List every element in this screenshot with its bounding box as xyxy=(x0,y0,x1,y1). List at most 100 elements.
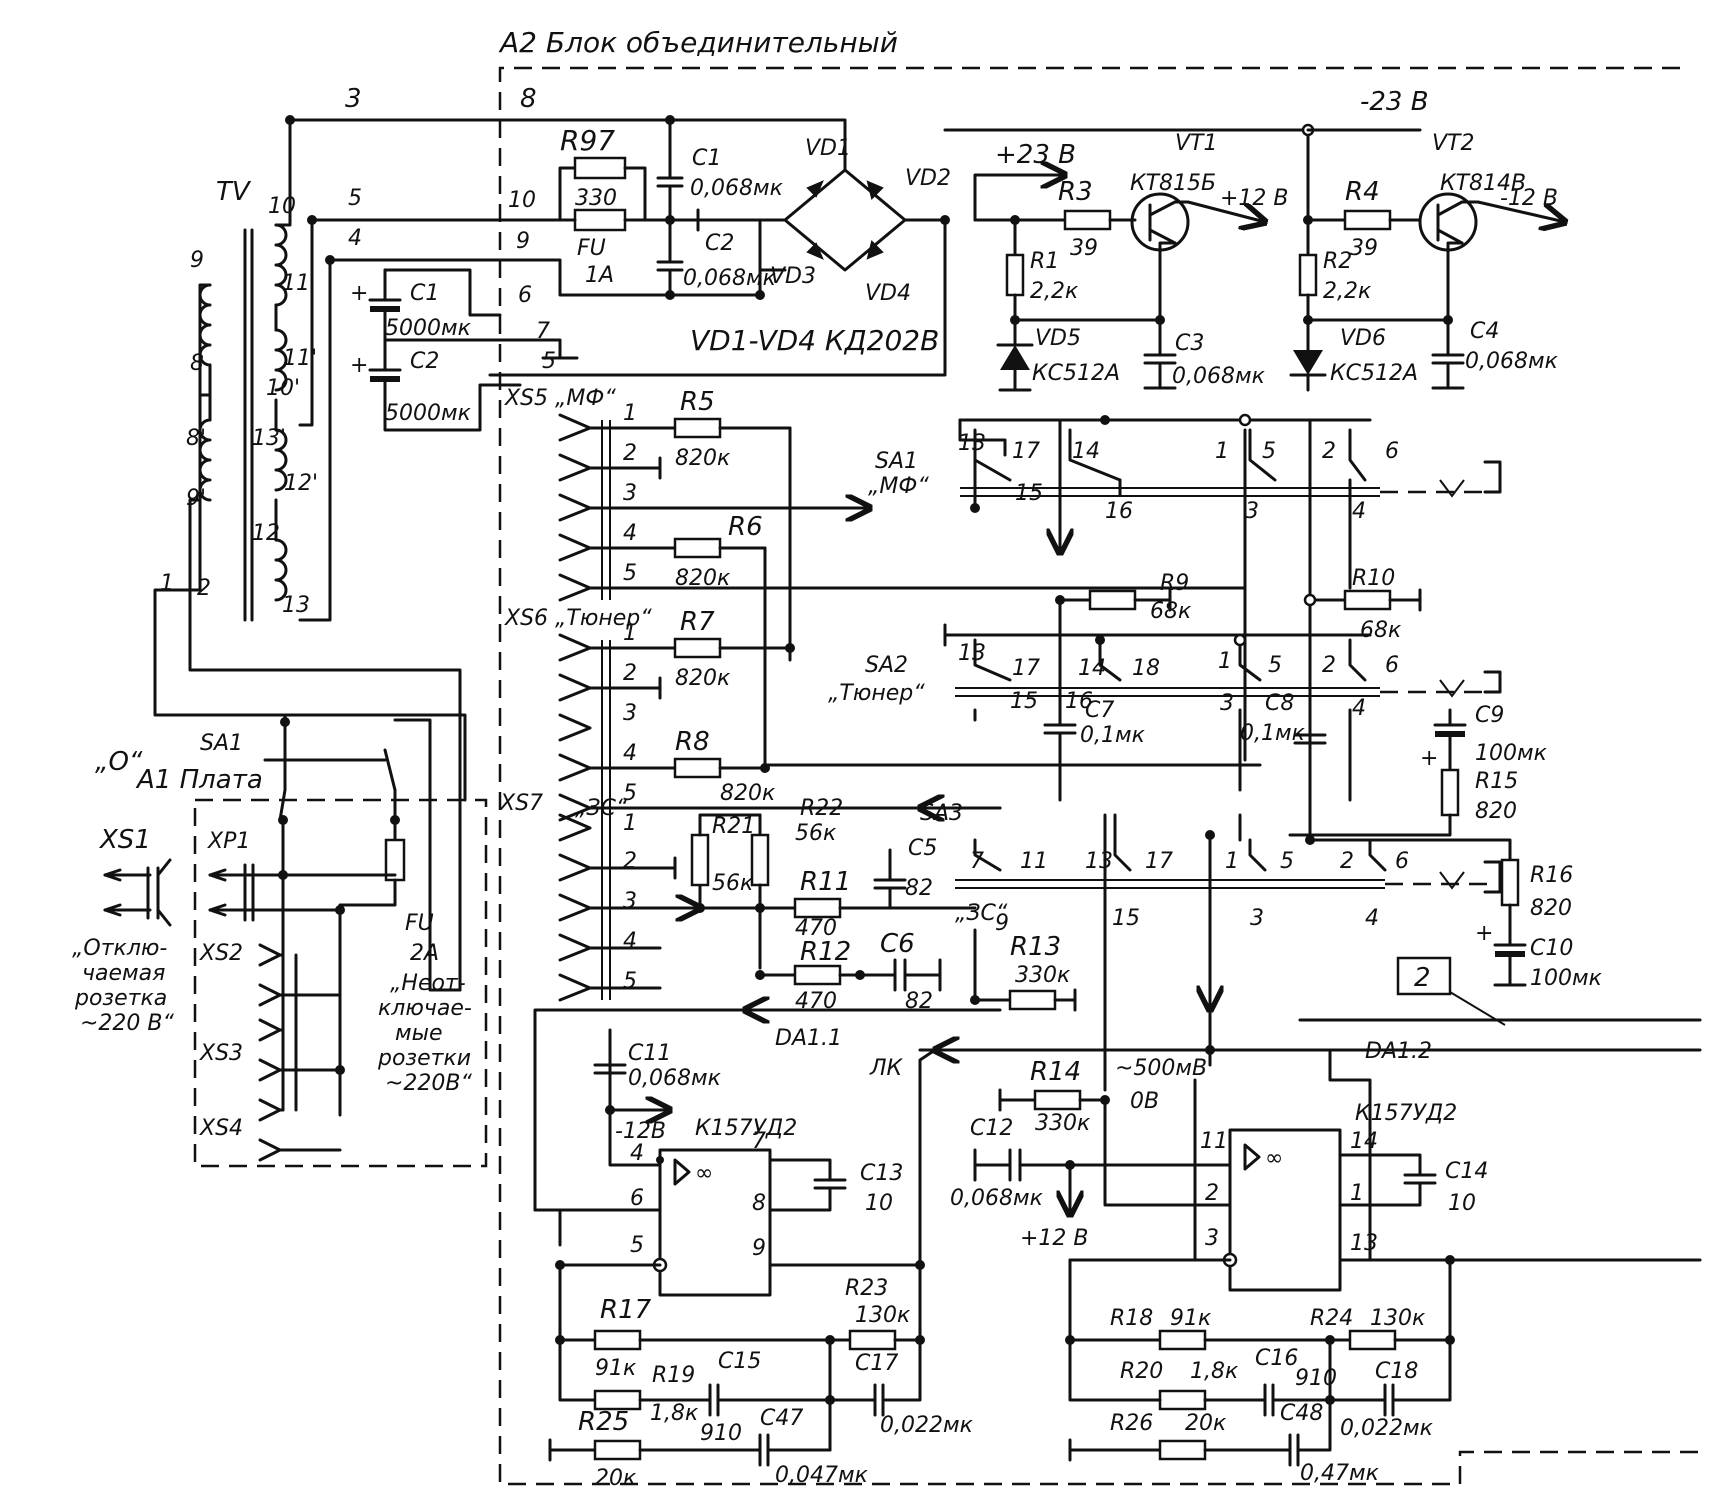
mains-section: „О“ SA1 FU 2А XS1 „Отклю- чаемая розетка xyxy=(72,713,473,1162)
r13-name: R13 xyxy=(1010,932,1061,962)
c2b-name: C2 xyxy=(410,349,439,374)
xs7-sub: „ЗС“ xyxy=(575,796,628,821)
da11-type: К157УД2 xyxy=(695,1116,797,1141)
r15-name: R15 xyxy=(1475,769,1518,794)
r23-value: 130к xyxy=(855,1303,911,1328)
r12-name: R12 xyxy=(800,937,851,967)
mv500-label: ~500мВ xyxy=(1115,1056,1207,1081)
svg-text:1: 1 xyxy=(623,621,637,646)
c2b-value: 5000мк xyxy=(385,401,472,426)
r19-value: 1,8к xyxy=(650,1401,699,1426)
svg-text:2: 2 xyxy=(1205,1181,1219,1206)
svg-text:4: 4 xyxy=(623,741,637,766)
c5-name: C5 xyxy=(908,836,937,861)
c48-value: 0,47мк xyxy=(1300,1461,1380,1486)
vd6-name: VD6 xyxy=(1340,326,1386,351)
svg-text:13: 13 xyxy=(1350,1231,1378,1256)
svg-text:1: 1 xyxy=(1350,1181,1364,1206)
r8-name: R8 xyxy=(675,727,710,757)
r14-value: 330к xyxy=(1035,1111,1091,1136)
svg-text:+: + xyxy=(1475,921,1493,946)
r15-value: 820 xyxy=(1475,799,1517,824)
svg-text:13: 13 xyxy=(958,431,986,456)
r26-value: 20к xyxy=(1185,1411,1227,1436)
ov-label: 0В xyxy=(1130,1089,1159,1114)
vd5-name: VD5 xyxy=(1035,326,1081,351)
sa1-name: „МФ“ xyxy=(868,474,929,499)
block-a2-outline xyxy=(498,66,1700,1486)
r97-name: R97 xyxy=(560,124,615,157)
switch-sa3: SA3 „ЗС“ 7 11 9 13 17 15 1 5 2 6 3 4 xyxy=(920,778,1603,1092)
c10-name: C10 xyxy=(1530,936,1573,961)
svg-text:1: 1 xyxy=(1225,849,1239,874)
tap-9: 9 xyxy=(190,248,204,273)
box-2-tag: 2 xyxy=(1396,956,1506,1026)
tap-10p: 10' xyxy=(266,376,300,401)
sa1-label: SA1 xyxy=(875,449,918,474)
svg-text:4: 4 xyxy=(630,1141,644,1166)
tap-12: 12 xyxy=(252,521,280,546)
svg-text:2: 2 xyxy=(1322,439,1336,464)
svg-text:11: 11 xyxy=(1020,849,1048,874)
xp1-label: XP1 xyxy=(207,829,250,854)
c12-name: C12 xyxy=(970,1116,1013,1141)
xs4-label: XS4 xyxy=(199,1116,243,1141)
block-a1-outline xyxy=(193,798,488,1168)
svg-text:6: 6 xyxy=(630,1186,644,1211)
r11-name: R11 xyxy=(800,867,851,897)
r18-value: 91к xyxy=(1170,1306,1212,1331)
svg-text:17: 17 xyxy=(1012,439,1040,464)
tap-10: 10 xyxy=(268,194,296,219)
connector-xs6: XS6 „Тюнер“ 1 2 3 4 5 R7 820к R8 820к xyxy=(504,606,1002,822)
r2-name: R2 xyxy=(1323,249,1352,274)
unswitched-2: ключае- xyxy=(378,996,472,1021)
svg-text:5: 5 xyxy=(630,1233,644,1258)
svg-text:8: 8 xyxy=(752,1191,766,1216)
svg-text:3: 3 xyxy=(623,701,637,726)
sa2-name: „Тюнер“ xyxy=(828,681,925,706)
r4-value: 39 xyxy=(1350,236,1378,261)
tap-8p: 8' xyxy=(186,426,206,451)
wire-1: 1 xyxy=(160,571,174,596)
r7-name: R7 xyxy=(680,607,715,637)
svg-text:16: 16 xyxy=(1065,689,1093,714)
xs5-label: XS5 „МФ“ xyxy=(504,386,616,411)
da11-name: DA1.1 xyxy=(775,1026,842,1051)
svg-text:4: 4 xyxy=(1352,499,1366,524)
svg-text:7: 7 xyxy=(752,1129,766,1154)
r5-name: R5 xyxy=(680,387,715,417)
svg-text:15: 15 xyxy=(1010,689,1038,714)
svg-text:∞: ∞ xyxy=(1265,1146,1283,1171)
svg-text:5: 5 xyxy=(623,781,637,806)
out-pos12: +12 В xyxy=(1220,186,1289,211)
r10-value: 68к xyxy=(1360,618,1402,643)
svg-text:2: 2 xyxy=(1322,653,1336,678)
xs6-label: XS6 „Тюнер“ xyxy=(504,606,652,631)
wire-2: 2 xyxy=(197,576,211,601)
vt1-value: КТ815Б xyxy=(1130,171,1216,196)
rail-neg23: -23 В xyxy=(1360,87,1429,117)
tv-label: TV xyxy=(216,177,252,207)
r6-value: 820к xyxy=(675,566,731,591)
svg-text:18: 18 xyxy=(1132,656,1160,681)
r23-name: R23 xyxy=(845,1276,888,1301)
switched-1: „Отклю- xyxy=(72,936,167,961)
svg-text:3: 3 xyxy=(1245,499,1259,524)
svg-text:14: 14 xyxy=(1072,439,1100,464)
svg-text:9: 9 xyxy=(995,911,1009,936)
vd3-label: VD3 xyxy=(770,264,816,289)
unswitched-5: ~220В“ xyxy=(385,1071,473,1096)
sa2-label: SA2 xyxy=(865,653,908,678)
c7-name: C7 xyxy=(1085,698,1114,723)
svg-text:14: 14 xyxy=(1350,1129,1378,1154)
svg-text:+: + xyxy=(1420,746,1438,771)
unswitched-4: розетки xyxy=(377,1046,471,1071)
svg-text:4: 4 xyxy=(623,929,637,954)
r6-name: R6 xyxy=(728,512,763,542)
r5-value: 820к xyxy=(675,446,731,471)
r13-value: 330к xyxy=(1015,963,1071,988)
r2-value: 2,2к xyxy=(1323,279,1372,304)
c18-name: C18 xyxy=(1375,1359,1418,1384)
connector-xs7: XS7 „ЗС“ 1 2 3 4 5 R21 56к R22 xyxy=(499,791,977,1014)
svg-text:5: 5 xyxy=(623,969,637,994)
